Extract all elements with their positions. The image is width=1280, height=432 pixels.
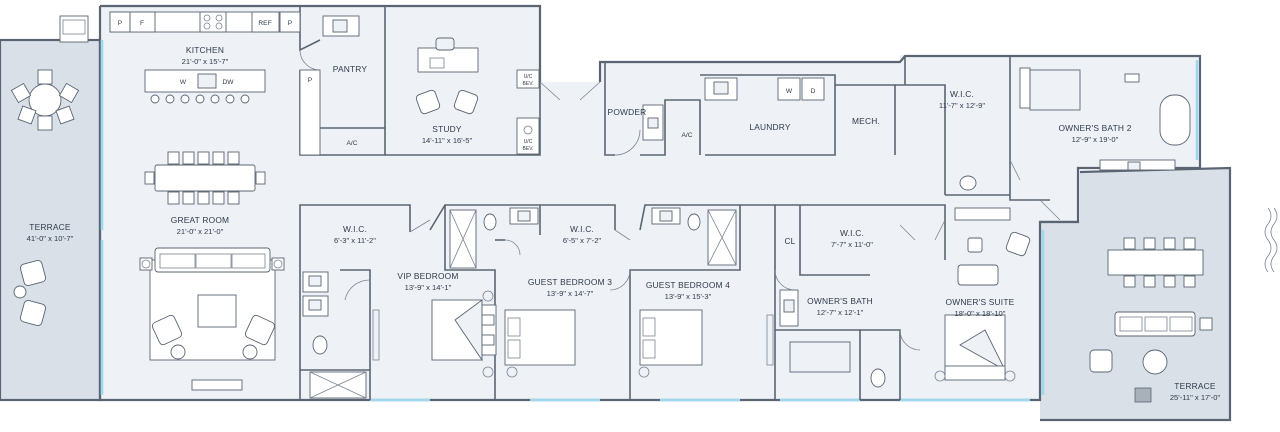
fixture-label-w2: W xyxy=(786,88,793,95)
media-console xyxy=(191,379,243,391)
study-armchairs xyxy=(415,89,479,115)
guest3-bed xyxy=(504,309,576,366)
guest-bedroom-4-dim: 13'-9" x 15'-3" xyxy=(665,292,712,301)
mech-name: MECH. xyxy=(852,116,880,126)
pantry-name: PANTRY xyxy=(333,64,368,74)
wic-owner-bath-dim: 7'-7" x 11'-0" xyxy=(831,240,873,249)
owners-bath-dim: 12'-7" x 12'-1" xyxy=(817,308,864,317)
fixture-label-f: F xyxy=(140,20,144,27)
dining-set xyxy=(144,151,266,205)
living-set xyxy=(139,247,285,391)
island-stools xyxy=(150,94,250,104)
guest-bedroom-3-dim: 13'-9" x 14'-7" xyxy=(547,289,594,298)
study-furniture: U/C BEV. U/C BEV. xyxy=(415,37,540,155)
laundry-name: LAUNDRY xyxy=(749,122,790,132)
water-symbol-icon xyxy=(1264,207,1278,273)
owners-bath-2-name: OWNER'S BATH 2 xyxy=(1058,123,1131,133)
terrace-sofa xyxy=(1114,311,1196,337)
wic-owner-name: W.I.C. xyxy=(950,89,974,99)
interior-floor xyxy=(100,6,1200,400)
vip-bedroom-dim: 13'-9" x 14'-1" xyxy=(405,283,452,292)
room-labels: TERRACE 41'-0" x 10'-7" KITCHEN 21'-0" x… xyxy=(27,45,1221,402)
terrace-left-rail xyxy=(0,38,102,402)
fixture-label-dw: DW xyxy=(223,79,235,86)
study-name: STUDY xyxy=(432,124,462,134)
powder-name: POWDER xyxy=(608,107,647,117)
bath-fixtures: W D xyxy=(302,67,1191,399)
armchair-left xyxy=(151,314,183,346)
doors xyxy=(299,49,1061,351)
vip-bedroom-name: VIP BEDROOM xyxy=(397,271,458,281)
floor-fills xyxy=(0,6,1230,420)
fixture-label-ref: REF xyxy=(258,20,271,27)
toilet-icon xyxy=(312,335,328,355)
bev-label-top-2: BEV. xyxy=(523,81,534,87)
bathtub-icon xyxy=(1159,94,1191,146)
fixture-label-p: P xyxy=(118,20,123,27)
coffee-table xyxy=(197,294,237,328)
cooktop-icon xyxy=(199,11,227,33)
fixture-label-d: D xyxy=(811,88,816,95)
guest-bedroom-4-name: GUEST BEDROOM 4 xyxy=(646,280,730,290)
terrace-dining-table xyxy=(1107,249,1204,276)
wic-guest3-dim: 6'-5" x 7'-2" xyxy=(563,236,602,245)
wic-vip-dim: 6'-3" x 11'-2" xyxy=(334,236,376,245)
terrace-right-floor xyxy=(1040,168,1230,420)
wic-owner-bath-name: W.I.C. xyxy=(840,228,864,238)
pantry-ac-label: A/C xyxy=(347,140,358,147)
guest4-bed xyxy=(639,309,703,366)
wic-vip-name: W.I.C. xyxy=(343,224,367,234)
owners-suite-name: OWNER'S SUITE xyxy=(946,297,1015,307)
pantry-sink-icon xyxy=(332,19,348,33)
study-dim: 14'-11" x 16'-5" xyxy=(422,136,473,145)
owner-sofa xyxy=(957,264,999,286)
terrace-right-furniture xyxy=(1089,237,1213,403)
exterior-walls xyxy=(0,4,1232,422)
laundry-ac-label: A/C xyxy=(682,132,693,139)
kitchen-dim: 21'-0" x 15'-7" xyxy=(182,57,229,66)
planter xyxy=(1134,387,1152,403)
fixture-label-w: W xyxy=(180,79,187,86)
fixture-label-p2: P xyxy=(288,20,293,27)
terrace-right-name: TERRACE xyxy=(1174,381,1216,391)
guest-bedroom-3-name: GUEST BEDROOM 3 xyxy=(528,277,612,287)
owners-bath-2-dim: 12'-9" x 19'-0" xyxy=(1072,135,1119,144)
great-room-dim: 21'-0" x 21'-0" xyxy=(177,227,224,236)
bev-label-top-1: U/C xyxy=(524,74,533,80)
bev-label-bottom-1: U/C xyxy=(524,139,533,145)
wic-owner-dim: 11'-7" x 12'-9" xyxy=(939,101,985,110)
wic-guest3-name: W.I.C. xyxy=(570,224,594,234)
terrace-right-dim: 25'-11" x 17'-0" xyxy=(1170,393,1221,402)
kitchen-fixtures: P F REF P W DW P xyxy=(59,11,360,156)
cl-name: CL xyxy=(784,236,795,246)
armchair-right xyxy=(244,314,276,346)
fixture-label-p3: P xyxy=(308,77,313,84)
owners-bath-name: OWNER'S BATH xyxy=(807,296,873,306)
sink-icon xyxy=(197,73,217,89)
study-desk xyxy=(417,47,479,73)
bev-label-bottom-2: BEV. xyxy=(523,146,534,152)
terrace-left-furniture xyxy=(10,69,80,327)
dining-table xyxy=(154,164,256,192)
great-room-name: GREAT ROOM xyxy=(171,215,229,225)
kitchen-name: KITCHEN xyxy=(186,45,224,55)
terrace-left-dim: 41'-0" x 10'-7" xyxy=(27,234,74,243)
owners-suite-dim: 18'-0" x 18'-10" xyxy=(955,309,1006,318)
beds xyxy=(431,231,1031,382)
terrace-left-name: TERRACE xyxy=(29,222,71,232)
